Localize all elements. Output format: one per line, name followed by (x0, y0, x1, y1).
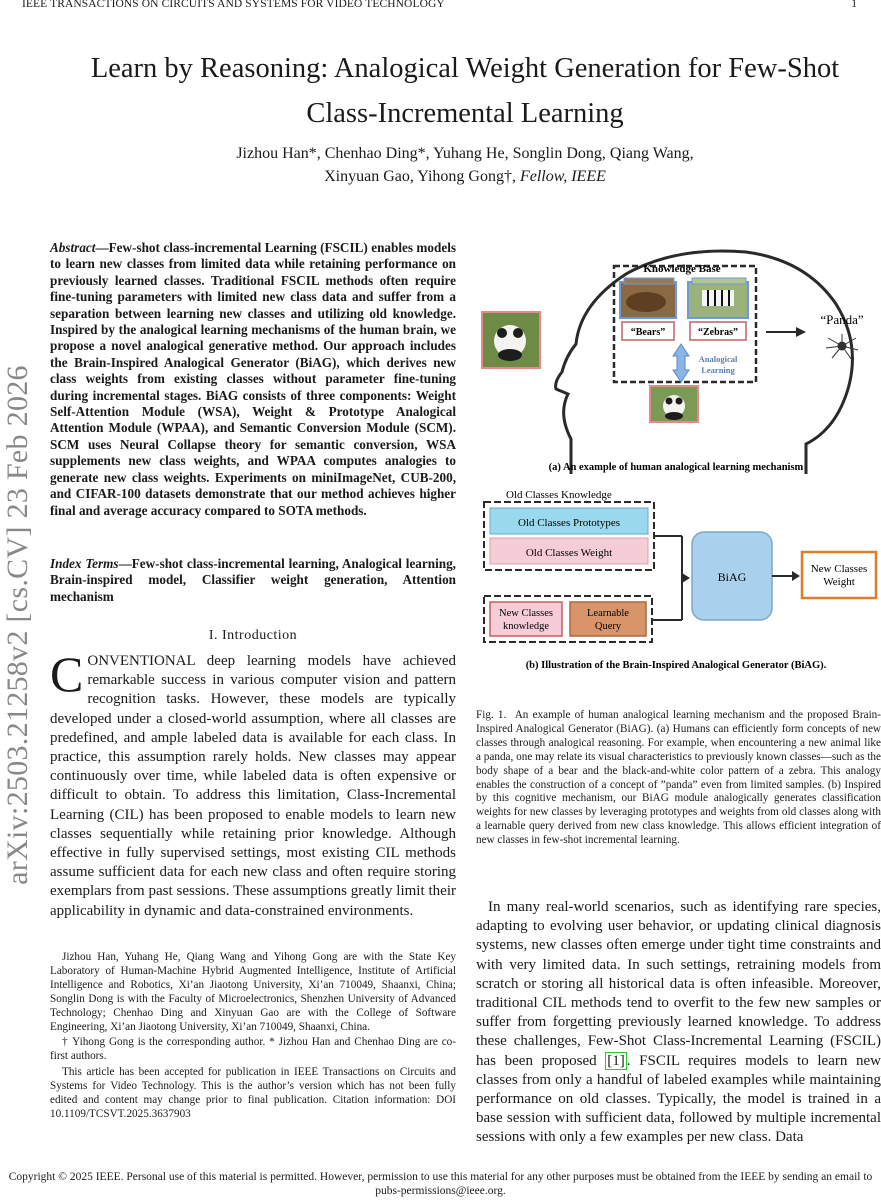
learning-label: Learning (701, 365, 735, 375)
query-label-1: Learnable (587, 608, 629, 619)
abstract: Abstract—Few-shot class-incremental Lear… (50, 240, 456, 519)
figure-caption-text: An example of human analogical learning … (476, 709, 881, 847)
old-knowledge-label: Old Classes Knowledge (506, 489, 612, 501)
dropcap: C (50, 646, 84, 702)
footnote-affiliation: Jizhou Han, Yuhang He, Qiang Wang and Yi… (50, 951, 456, 1033)
zebra-image (687, 281, 749, 319)
authors-line-2: Xinyuan Gao, Yihong Gong†, Fellow, IEEE (50, 165, 880, 188)
bears-label: “Bears” (631, 327, 665, 338)
footnote-corresponding: † Yihong Gong is the corresponding autho… (50, 1036, 456, 1063)
panda-concept-label: “Panda” (820, 312, 864, 327)
analogical-label: Analogical (699, 354, 738, 364)
right-para-text-1: In many real-world scenarios, such as id… (476, 899, 881, 1069)
query-label-2: Query (595, 621, 622, 632)
bears-label-box (621, 321, 675, 341)
index-terms-lead: Index Terms (50, 556, 119, 571)
weight-label: Old Classes Weight (526, 547, 612, 559)
new-knowledge-box (489, 601, 563, 637)
abstract-text: —Few-shot class-incremental Learning (FS… (50, 240, 456, 518)
footnotes: Jizhou Han, Yuhang He, Qiang Wang and Yi… (50, 951, 456, 1124)
new-knowledge-label-2: knowledge (503, 621, 549, 632)
footnote-accepted: This article has been accepted for publi… (50, 1066, 456, 1120)
fig-a-caption: (a) An example of human analogical learn… (549, 462, 804, 473)
neuron-icon (825, 334, 859, 361)
title-line-1: Learn by Reasoning: Analogical Weight Ge… (90, 53, 840, 84)
zebras-label-box (689, 321, 747, 341)
new-weight-box (800, 550, 878, 600)
authors: Jizhou Han*, Chenhao Ding*, Yuhang He, S… (50, 142, 880, 188)
zebras-label: “Zebras” (698, 327, 738, 338)
figure-1a: Knowledge Base “Bears” “Zebras” Analogic… (481, 249, 864, 474)
index-terms: Index Terms—Few-shot class-incremental l… (50, 556, 456, 605)
query-box (569, 601, 647, 637)
analogical-arrow (672, 343, 690, 383)
weight-box (489, 537, 649, 565)
biag-label: BiAG (718, 570, 747, 584)
figure-caption: Fig. 1. An example of human analogical l… (476, 709, 881, 848)
new-knowledge-label-1: New Classes (499, 608, 553, 619)
prototypes-box (489, 507, 649, 535)
intro-text: ONVENTIONAL deep learning models have ac… (50, 653, 456, 919)
abstract-lead: Abstract (50, 240, 96, 255)
figure-1b: Old Classes Knowledge Old Classes Protot… (483, 489, 878, 671)
knowledge-base-box (612, 264, 758, 384)
arxiv-stamp: arXiv:2503.21258v2 [cs.CV] 23 Feb 2026 (0, 300, 38, 950)
title-line-2: Class-Incremental Learning (306, 98, 624, 129)
right-column-paragraph: In many real-world scenarios, such as id… (476, 898, 881, 1148)
journal-header: IEEE TRANSACTIONS ON CIRCUITS AND SYSTEM… (22, 0, 445, 10)
figure-caption-label: Fig. 1. (476, 709, 507, 721)
right-para-text-2: . FSCIL requires models to learn new cla… (476, 1052, 881, 1146)
new-weight-label-2: Weight (823, 576, 855, 588)
head-silhouette (554, 249, 854, 474)
section-title: I. Introduction (208, 628, 298, 643)
authors-line-1: Jizhou Han*, Chenhao Ding*, Yuhang He, S… (236, 145, 694, 162)
new-weight-label-1: New Classes (811, 563, 868, 575)
arxiv-stamp-text: arXiv:2503.21258v2 [cs.CV] 23 Feb 2026 (1, 365, 34, 885)
authors-fellow: Fellow, IEEE (519, 168, 606, 185)
fig-b-caption: (b) Illustration of the Brain-Inspired A… (526, 660, 827, 671)
page-number: 1 (851, 0, 857, 10)
knowledge-base-label: Knowledge Base (643, 263, 720, 275)
prototypes-label: Old Classes Prototypes (518, 517, 620, 529)
authors-names: Xinyuan Gao, Yihong Gong†, (324, 168, 520, 185)
copyright-notice: Copyright © 2025 IEEE. Personal use of t… (8, 1171, 873, 1197)
index-terms-text: —Few-shot class-incremental learning, An… (50, 556, 456, 604)
paper-title: Learn by Reasoning: Analogical Weight Ge… (50, 46, 880, 136)
citation-link-1[interactable]: [1] (605, 1051, 627, 1070)
